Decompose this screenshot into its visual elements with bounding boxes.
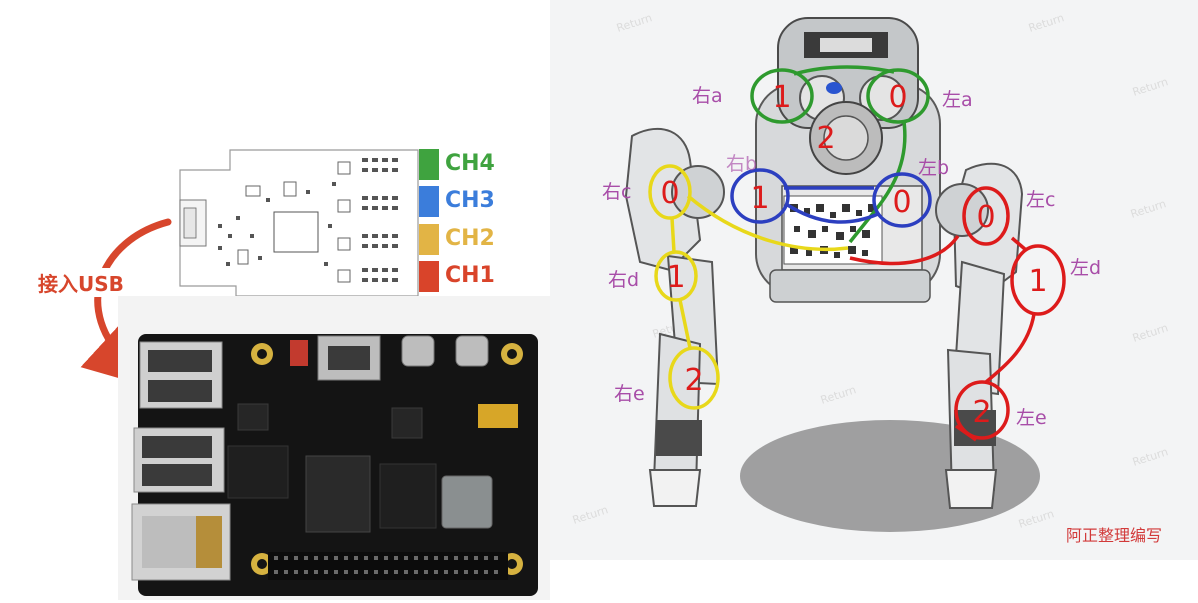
usb-servo-board bbox=[178, 138, 434, 298]
channel-ch1-label: CH1 bbox=[445, 263, 495, 288]
watermark: Return bbox=[615, 11, 654, 35]
label-right-b: 右b bbox=[726, 153, 757, 175]
group-right-annotation bbox=[648, 164, 849, 410]
watermark: Return bbox=[550, 261, 552, 285]
host-board-photo bbox=[118, 296, 550, 600]
channel-ch3-swatch bbox=[419, 186, 439, 217]
watermark: Return bbox=[1131, 75, 1170, 99]
robot-diagram: Return Return Return Return Return Retur… bbox=[550, 0, 1198, 560]
channel-ch3-label: CH3 bbox=[445, 188, 495, 213]
watermark: Return bbox=[571, 503, 610, 527]
label-right-d: 右d bbox=[608, 269, 639, 291]
label-left-c: 左c bbox=[1026, 189, 1055, 211]
group-b-annotation bbox=[730, 168, 932, 228]
joint-b-right-number: 1 bbox=[750, 181, 769, 216]
label-left-b: 左b bbox=[918, 157, 949, 179]
watermark: Return bbox=[819, 383, 858, 407]
joint-c-left-number: 0 bbox=[976, 200, 995, 235]
channel-ch1-swatch bbox=[419, 261, 439, 292]
joint-e-right-number: 2 bbox=[684, 363, 703, 398]
connect-usb-label: 接入USB bbox=[36, 268, 126, 297]
label-left-e: 左e bbox=[1016, 407, 1047, 429]
label-left-d: 左d bbox=[1070, 257, 1101, 279]
watermark: Return bbox=[1129, 197, 1168, 221]
label-left-a: 左a bbox=[942, 89, 973, 111]
label-right-a: 右a bbox=[692, 85, 723, 107]
joint-e-left-number: 2 bbox=[972, 395, 991, 430]
joint-a-left-number: 0 bbox=[888, 80, 907, 115]
host-board-drawing bbox=[131, 334, 538, 596]
joint-a-right-number: 1 bbox=[772, 80, 791, 115]
watermark: Return bbox=[550, 71, 552, 95]
channel-ch2-swatch bbox=[419, 224, 439, 255]
joint-d-left-number: 1 bbox=[1028, 264, 1047, 299]
watermark: Return bbox=[1131, 321, 1170, 345]
joint-d-right-number: 1 bbox=[666, 260, 685, 295]
watermark: Return bbox=[1017, 507, 1056, 531]
channel-ch2-label: CH2 bbox=[445, 226, 495, 251]
robot-drawing: Return Return Return Return Return Retur… bbox=[550, 11, 1170, 532]
joint-b-left-number: 0 bbox=[892, 185, 911, 220]
group-a-annotation bbox=[750, 65, 930, 244]
label-right-c: 右c bbox=[602, 181, 631, 203]
label-right-e: 右e bbox=[614, 383, 645, 405]
watermark: Return bbox=[1131, 445, 1170, 469]
group-left-annotation bbox=[849, 186, 1066, 442]
usb-board-drawing bbox=[179, 149, 419, 297]
joint-c-right-number: 0 bbox=[660, 176, 679, 211]
channel-ch4-swatch bbox=[419, 149, 439, 180]
joint-head-number: 2 bbox=[816, 121, 835, 156]
watermark: Return bbox=[1027, 11, 1066, 35]
author-note: 阿正整理编写 bbox=[1066, 526, 1163, 545]
channel-ch4-label: CH4 bbox=[445, 151, 495, 176]
